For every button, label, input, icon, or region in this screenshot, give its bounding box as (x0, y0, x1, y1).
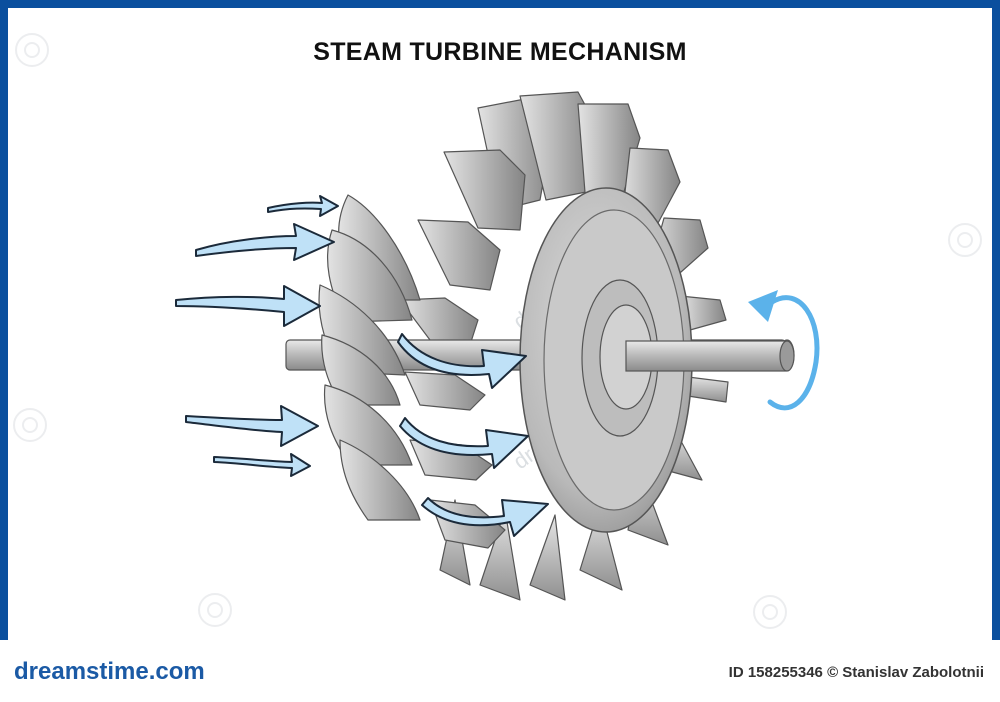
turbine-rotor-blades (399, 91, 729, 601)
turbine-disc (519, 187, 795, 533)
steam-arrow (175, 285, 321, 327)
rotation-arrow-icon (748, 290, 820, 411)
image-id: ID 158255346 (728, 664, 823, 681)
steam-arrow (397, 333, 527, 389)
turbine-diagram: dreamstime dreamstime (13, 33, 982, 629)
footer-bar: dreamstime.com ID 158255346 © Stanislav … (0, 640, 1000, 702)
steam-flow-arrows (397, 333, 549, 537)
diagram-title: STEAM TURBINE MECHANISM (313, 38, 687, 66)
footer-brand[interactable]: dreamstime.com (14, 658, 205, 685)
steam-arrow (267, 195, 339, 217)
footer-credit: ID 158255346 © Stanislav Zabolotnii (729, 664, 984, 681)
steam-inflow-arrows (175, 195, 339, 477)
diagram-panel: dreamstime dreamstime (8, 8, 992, 640)
steam-arrow (185, 405, 319, 447)
steam-arrow (421, 497, 549, 537)
steam-arrow (195, 223, 335, 261)
nozzle-blades (318, 194, 421, 521)
author-credit: © Stanislav Zabolotnii (827, 664, 984, 681)
steam-arrow (213, 453, 311, 477)
steam-arrow (399, 417, 529, 469)
